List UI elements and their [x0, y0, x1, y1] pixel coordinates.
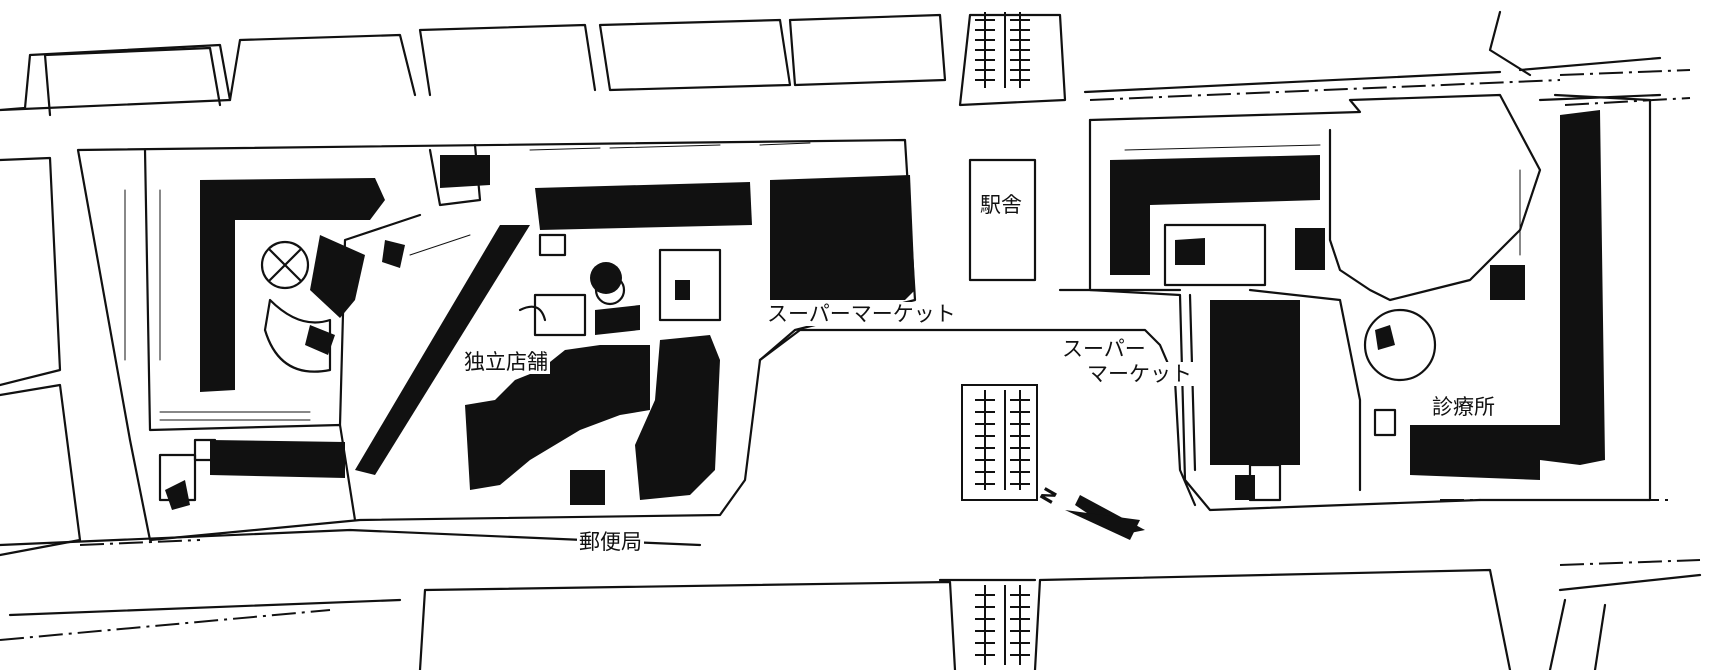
station-label: 駅舎	[978, 193, 1024, 218]
top-blocks	[0, 10, 1662, 117]
roundabout	[260, 240, 310, 290]
buildings	[165, 110, 1605, 535]
central-walkway	[758, 328, 1197, 507]
railway-tracks	[961, 12, 1038, 665]
post-office-label: 郵便局	[577, 530, 644, 555]
station-building	[968, 158, 1037, 282]
left-blocks	[0, 156, 82, 557]
supermarket-label-2a: スーパー	[1060, 337, 1148, 362]
north-letter: N	[1036, 484, 1062, 508]
independent-shops-label: 独立店舗	[462, 350, 550, 375]
clinic-label: 診療所	[1430, 395, 1497, 420]
bottom-blocks	[0, 528, 1702, 670]
supermarket-label-2b: マーケット	[1085, 362, 1194, 387]
supermarket-label-1: スーパーマーケット	[765, 302, 958, 327]
